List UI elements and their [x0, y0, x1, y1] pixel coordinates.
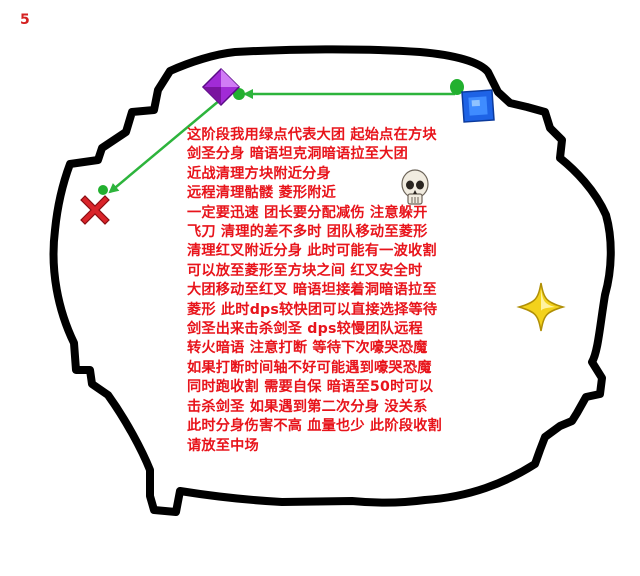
note-line: 飞刀 清理的差不多时 团队移动至菱形	[187, 224, 428, 241]
group-dot-cross	[98, 185, 108, 195]
skull-icon	[401, 169, 429, 205]
group-dot-start	[450, 79, 464, 95]
note-line: 菱形 此时dps较快团可以直接选择等待	[187, 301, 438, 318]
blue-square-icon	[461, 89, 495, 123]
page-number: 5	[20, 12, 30, 28]
purple-diamond-icon	[201, 67, 241, 107]
note-line: 可以放至菱形至方块之间 红叉安全时	[187, 262, 423, 279]
note-line: 清理红叉附近分身 此时可能有一波收割	[187, 243, 437, 260]
note-line: 同时跑收割 需要自保 暗语至50时可以	[187, 379, 434, 396]
note-line: 转火暗语 注意打断 等待下次嚎哭恐魔	[187, 340, 428, 357]
strategy-notes: 这阶段我用绿点代表大团 起始点在方块 剑圣分身 暗语坦克洞暗语拉至大团 近战清理…	[187, 126, 517, 456]
note-line: 这阶段我用绿点代表大团 起始点在方块	[187, 127, 437, 143]
note-line: 如果打断时间轴不好可能遇到嚎哭恐魔	[187, 359, 432, 376]
note-line: 大团移动至红叉 暗语坦接着洞暗语拉至	[187, 282, 437, 299]
red-cross-icon	[80, 195, 110, 225]
note-line: 此时分身伤害不高 血量也少 此阶段收割	[187, 418, 442, 435]
note-line: 一定要迅速 团长要分配减伤 注意躲开	[187, 204, 428, 221]
note-line: 请放至中场	[187, 437, 259, 454]
note-line: 远程清理骷髅 菱形附近	[187, 185, 337, 202]
note-line: 击杀剑圣 如果遇到第二次分身 没关系	[187, 398, 428, 415]
note-line: 剑圣分身 暗语坦克洞暗语拉至大团	[187, 146, 408, 163]
move-arrow-diamond-to-cross	[108, 99, 221, 194]
yellow-star-icon	[516, 282, 566, 332]
room-outline	[49, 45, 615, 516]
note-line: 近战清理方块附近分身	[187, 165, 331, 182]
note-line: 剑圣出来击杀剑圣 dps较慢团队远程	[187, 321, 423, 338]
